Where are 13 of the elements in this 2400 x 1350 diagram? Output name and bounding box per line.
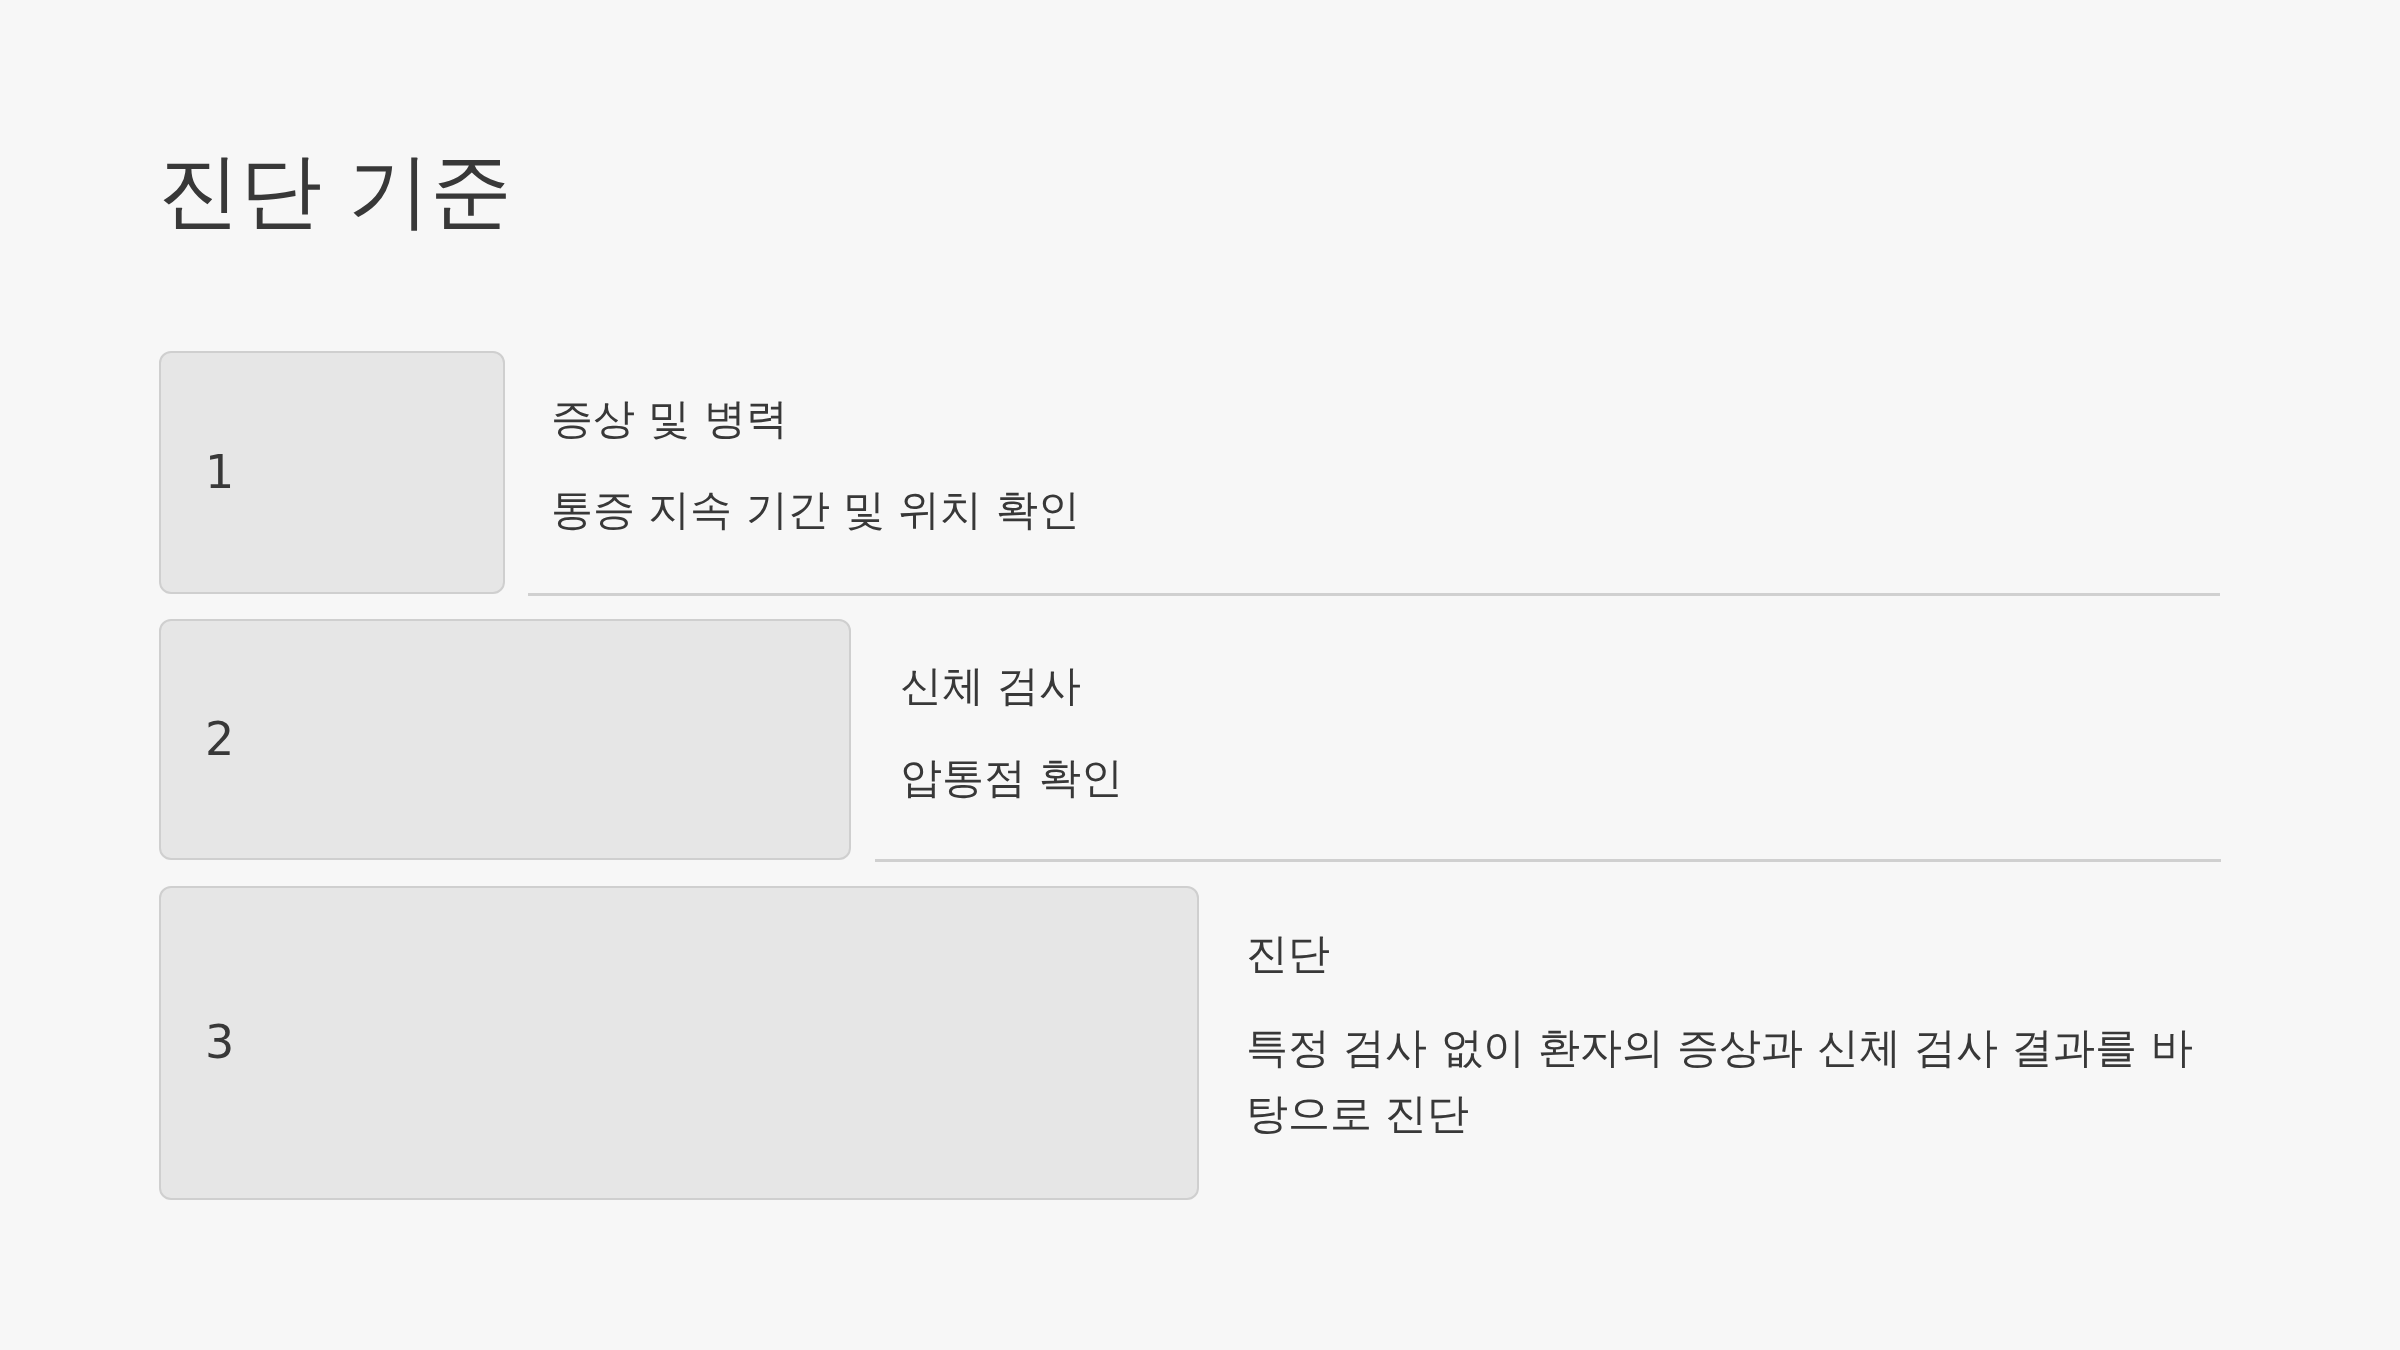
step-heading: 증상 및 병력: [551, 393, 789, 445]
step-description: 압통점 확인: [900, 752, 1125, 804]
step-card: [159, 351, 505, 594]
step-description: 특정 검사 없이 환자의 증상과 신체 검사 결과를 바탕으로 진단: [1246, 1022, 2194, 1140]
step-description: 통증 지속 기간 및 위치 확인: [551, 484, 1081, 536]
step-card: [159, 619, 851, 860]
step-heading: 진단: [1246, 928, 1331, 980]
slide-title: 진단 기준: [158, 144, 513, 239]
step-number: 2: [205, 711, 235, 768]
step-heading: 신체 검사: [900, 660, 1083, 712]
step-number: 1: [205, 444, 235, 501]
step-card: [159, 886, 1199, 1200]
step-number: 3: [205, 1015, 235, 1071]
